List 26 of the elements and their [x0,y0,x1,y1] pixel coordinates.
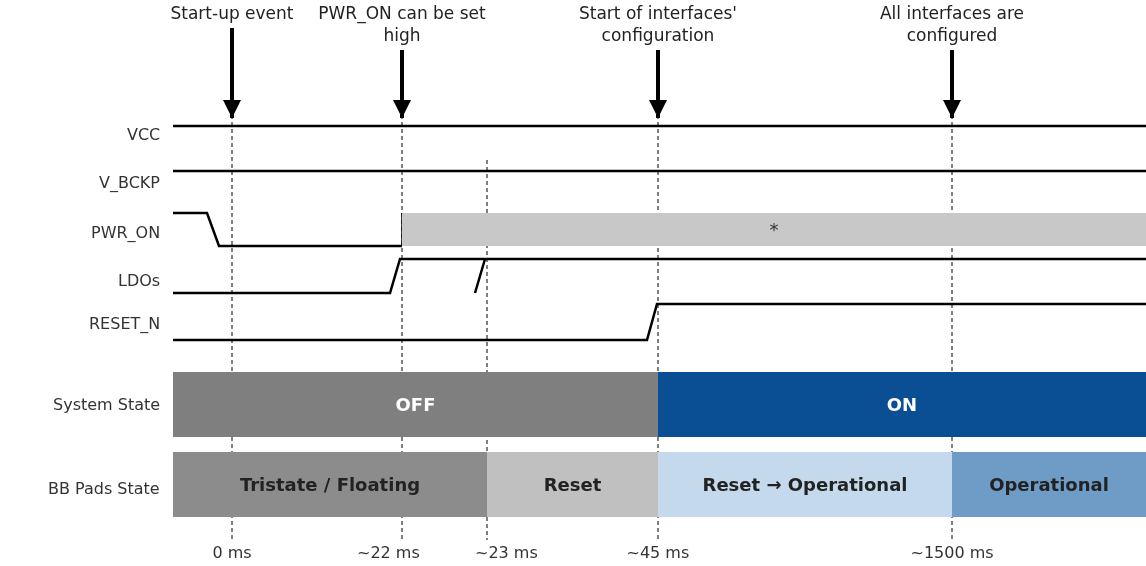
state-bar: OFF [173,372,658,437]
signal-name: LDOs [118,270,161,290]
time-label: ~22 ms [357,542,420,562]
time-label: ~23 ms [475,542,538,562]
event-arrow [943,50,961,118]
state-bar: Operational [952,452,1146,517]
event-label: All interfaces are configured [852,2,1052,46]
time-label: ~1500 ms [910,542,994,562]
signal-band: * [402,213,1146,246]
time-label: 0 ms [212,542,252,562]
event-arrow [223,28,241,118]
state-bar: Reset [487,452,658,517]
state-bar: Reset → Operational [658,452,952,517]
state-bar: Tristate / Floating [173,452,487,517]
event-label: Start of interfaces' configuration [558,2,758,46]
signal-name: V_BCKP [99,172,160,192]
signal-name: PWR_ON [91,222,161,242]
row-label: System State [53,394,161,414]
row-label: BB Pads State [48,478,160,498]
signal-name: VCC [127,124,161,144]
signal-name: RESET_N [89,313,161,333]
event-label: PWR_ON can be set high [302,2,502,46]
event-arrow [649,50,667,118]
state-bar: ON [658,372,1146,437]
time-label: ~45 ms [626,542,690,562]
event-arrow [393,50,411,118]
